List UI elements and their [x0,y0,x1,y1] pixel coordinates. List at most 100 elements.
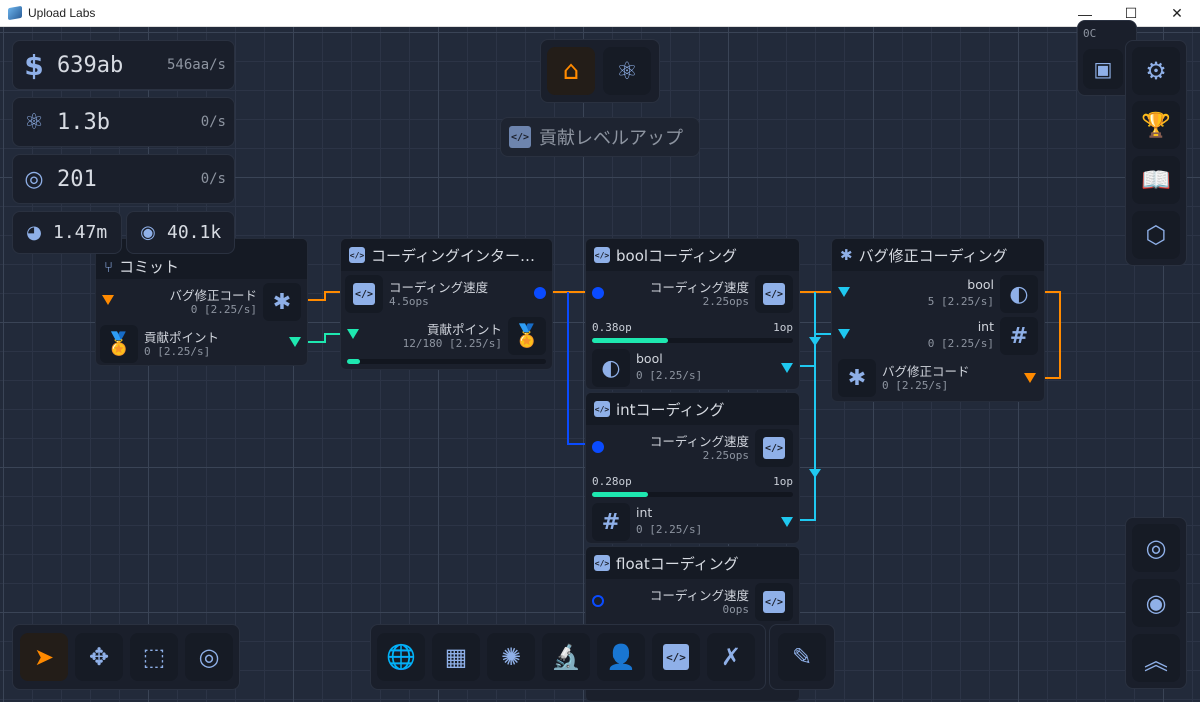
row-label: bool [636,351,663,366]
row-value: 0 [2.25/s] [636,523,703,536]
row-value: 4.5ops [389,295,429,308]
output-port[interactable] [289,337,301,347]
input-port[interactable] [592,441,604,453]
code-icon: </> [594,247,610,263]
stat-value: 201 [57,166,97,192]
code-icon: </> [663,644,689,670]
category-coding[interactable]: </> [652,633,700,681]
row-value: 12/180 [2.25/s] [402,337,502,350]
image-button[interactable]: ▣ [1083,49,1123,89]
dollar-icon: $ [24,48,44,82]
category-research[interactable]: 🔬 [542,633,590,681]
output-port[interactable] [534,287,546,299]
image-icon: ▣ [1093,57,1113,81]
minimize-button[interactable]: — [1078,5,1092,22]
circle-tool[interactable]: ◎ [185,633,233,681]
bool-icon: ◐ [1000,275,1038,313]
row-value: 0 [2.25/s] [144,345,211,358]
select-tool[interactable]: ➤ [20,633,68,681]
output-port[interactable] [781,363,793,373]
token-button[interactable]: ◉ [1132,579,1180,627]
category-hacker[interactable]: 👤 [597,633,645,681]
code-icon: </> [594,401,610,417]
top-tabs: ⌂ ⚛ [540,39,660,103]
node-title: コミット [119,258,180,276]
category-network[interactable]: 🌐 [377,633,425,681]
upgrade-button[interactable]: ︽ [1132,634,1180,682]
node-commit[interactable]: ⑂コミット バグ修正コード 0 [2.25/s] ✱ 🏅 貢献ポイント 0 [2… [95,238,308,366]
input-port[interactable] [347,329,359,339]
globe-icon: 🌐 [386,643,416,671]
category-tools[interactable]: ✗ [707,633,755,681]
ruler-pencil-icon: ✎ [791,643,813,671]
node-bugfix-coding[interactable]: ✱バグ修正コーディング bool 5 [2.25/s] ◐ int 0 [2.2… [831,238,1045,402]
stat-value: 1.47m [53,222,108,243]
node-bool-coding[interactable]: </>boolコーディング コーディング速度 2.25ops </> 0.38o… [585,238,800,390]
research-tab[interactable]: ⚛ [603,47,651,95]
stat-value: 639ab [57,52,124,78]
guide-button[interactable]: 📖 [1132,156,1180,204]
node-coding-interface[interactable]: </>コーディングインター… </> コーディング速度 4.5ops 貢献ポイン… [340,238,553,370]
title-bar: Upload Labs — ☐ ✕ [0,0,1200,27]
input-port[interactable] [102,295,114,305]
input-port[interactable] [592,595,604,607]
row-value: 0 [2.25/s] [190,303,257,316]
node-title: コーディングインター… [371,246,535,265]
row-label: バグ修正コード [882,364,970,379]
microscope-icon: 🔬 [551,643,581,671]
category-cpu[interactable]: ▦ [432,633,480,681]
achievements-button[interactable]: 🏆 [1132,101,1180,149]
tool-panel: ➤ ✥ ⬚ ◎ [12,624,240,690]
cpu-icon: ▦ [444,643,468,671]
row-value: 0 [2.25/s] [927,337,994,350]
token-icon: ◎ [24,166,44,192]
hexagon-icon: ⬡ [1145,221,1167,249]
window-title: Upload Labs [28,6,96,20]
corner-label: 0C [1083,27,1097,40]
box-select-tool[interactable]: ⬚ [130,633,178,681]
aperture-button[interactable]: ◎ [1132,524,1180,572]
output-port[interactable] [1024,373,1036,383]
home-icon: ⌂ [562,56,580,86]
trophy-icon: 🏆 [1141,111,1171,139]
progress-max: 1op [773,475,793,488]
design-button[interactable]: ✎ [778,633,826,681]
stat-rate: 0/s [200,114,226,130]
move-icon: ✥ [88,643,110,671]
row-value: 2.25ops [702,295,749,308]
input-port[interactable] [838,287,850,297]
node-title: バグ修正コーディング [858,246,1008,265]
atom-icon: ⚛ [616,57,638,85]
bool-icon: ◐ [592,349,630,387]
node-title: floatコーディング [616,554,739,573]
fan-icon: ✺ [500,643,522,671]
category-bar: 🌐 ▦ ✺ 🔬 👤 </> ✗ [370,624,766,690]
row-label: コーディング速度 [649,434,749,449]
token-icon: ◉ [1145,589,1167,617]
cycle-icon: ◉ [140,222,156,243]
output-port[interactable] [781,517,793,527]
design-panel: ✎ [769,624,835,690]
commit-icon: ⑂ [104,258,114,276]
row-label: bool [967,277,994,292]
progress-bar [592,492,793,497]
app-logo-icon [8,5,22,21]
hacker-icon: 👤 [606,643,636,671]
node-int-coding[interactable]: </>intコーディング コーディング速度 2.25ops </> 0.28op… [585,392,800,544]
home-tab[interactable]: ⌂ [547,47,595,95]
contribution-levelup-button[interactable]: </> 貢献レベルアップ [500,117,700,157]
input-port[interactable] [592,287,604,299]
close-button[interactable]: ✕ [1171,5,1183,21]
hexagon-button[interactable]: ⬡ [1132,211,1180,259]
row-value: 0 [2.25/s] [636,369,703,382]
move-tool[interactable]: ✥ [75,633,123,681]
ribbon-icon: 🏅 [508,317,546,355]
input-port[interactable] [838,329,850,339]
bug-icon: ✱ [838,359,876,397]
settings-button[interactable]: ⚙ [1132,47,1180,95]
maximize-button[interactable]: ☐ [1124,5,1138,21]
bug-icon: ✱ [263,283,301,321]
category-gpu[interactable]: ✺ [487,633,535,681]
